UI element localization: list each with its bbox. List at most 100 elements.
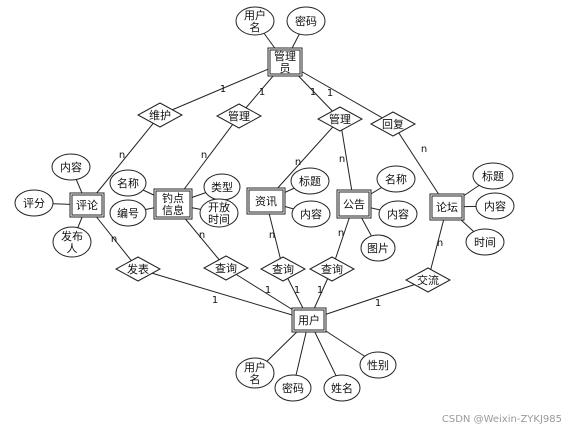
entity-box-inner <box>269 49 301 75</box>
cardinality-one-2: 1 <box>310 87 316 98</box>
entity-box <box>153 188 193 220</box>
attribute-ellipse <box>475 192 515 220</box>
cardinality-one-1: 1 <box>259 87 265 98</box>
relationship-r_m1: 管理 <box>215 103 263 129</box>
cardinality-one-14: 1 <box>212 295 218 306</box>
attribute-f_tt-label: 标题 <box>482 169 504 183</box>
attribute-a_un-label: 用户 <box>244 8 266 22</box>
cardinality-one-17: 1 <box>317 285 323 296</box>
attribute-u_gd-label: 性别 <box>367 358 389 372</box>
attribute-s_ty: 类型 <box>203 173 241 201</box>
diagram-nodes: 用户名密码内容评分发布人名称编号类型开放时间标题内容名称内容图片标题内容时间用户… <box>14 6 515 402</box>
attribute-ellipse <box>323 374 361 402</box>
attribute-s_nm-label: 名称 <box>117 176 139 190</box>
attribute-ellipse <box>235 6 275 36</box>
attribute-ellipse <box>52 226 92 258</box>
attribute-ellipse <box>472 162 514 190</box>
attribute-ellipse <box>360 234 396 262</box>
attribute-c_pb-label: 发布 <box>61 229 83 243</box>
cardinality-many-10: n <box>199 230 205 241</box>
attribute-ellipse <box>378 200 418 228</box>
attribute-n_tt-label: 标题 <box>299 174 321 188</box>
relationship-diamond <box>308 256 356 282</box>
relationship-r_ex: 交流 <box>404 267 452 293</box>
attribute-a_un-label: 名 <box>250 20 261 34</box>
relationship-diamond <box>114 256 162 282</box>
relationship-r_mt: 维护 <box>136 102 184 128</box>
attribute-s_ot-label: 时间 <box>208 213 230 226</box>
relationship-r_q3: 查询 <box>308 256 356 282</box>
attribute-f_tm: 时间 <box>465 228 505 256</box>
attribute-ellipse <box>235 357 275 389</box>
attribute-ellipse <box>376 165 416 193</box>
cardinality-many-8: n <box>421 144 427 155</box>
edge-r_rp-forum <box>392 123 448 208</box>
cardinality-many-4: n <box>119 150 125 161</box>
entity-user-label: 用户 <box>298 313 320 327</box>
entity-forum: 论坛 <box>429 193 465 221</box>
attribute-ellipse <box>291 200 331 228</box>
relationship-r_q2: 查询 <box>259 256 307 282</box>
entity-box <box>429 193 465 221</box>
attribute-ellipse <box>359 351 397 379</box>
entity-user: 用户 <box>291 307 327 333</box>
entity-admin-label: 管理 <box>274 49 296 63</box>
entity-comment: 评论 <box>69 192 105 218</box>
attribute-ellipse <box>14 189 54 217</box>
entity-box <box>267 47 303 77</box>
entity-box <box>291 307 327 333</box>
relationship-r_q1: 查询 <box>202 255 250 281</box>
entity-box-inner <box>248 189 284 213</box>
attribute-f_ct-label: 内容 <box>484 199 506 213</box>
attribute-u_pw: 密码 <box>274 374 312 402</box>
attribute-o_im: 图片 <box>360 234 396 262</box>
attribute-a_un: 用户名 <box>235 6 275 36</box>
attribute-ellipse <box>290 167 330 195</box>
relationship-r_q1-label: 查询 <box>215 261 237 275</box>
entity-spot-label: 信息 <box>162 203 184 217</box>
attribute-a_pw-label: 密码 <box>295 14 317 28</box>
attribute-o_nm-label: 名称 <box>385 172 407 186</box>
edge-r_ex-user <box>308 279 429 321</box>
entity-box-inner <box>155 190 191 218</box>
entity-forum-label: 论坛 <box>436 200 458 214</box>
relationship-diamond <box>316 106 364 132</box>
attribute-o_ct: 内容 <box>378 200 418 228</box>
attribute-ellipse <box>274 374 312 402</box>
attribute-o_ct-label: 内容 <box>387 207 409 221</box>
entity-admin-label: 员 <box>280 62 291 75</box>
cardinality-many-6: n <box>295 157 301 168</box>
attribute-o_im-label: 图片 <box>367 242 389 255</box>
relationship-diamond <box>136 102 184 128</box>
cardinality-many-13: n <box>437 238 443 249</box>
entity-comment-label: 评论 <box>76 198 98 212</box>
cardinality-one-0: 1 <box>220 84 226 95</box>
attribute-n_ct-label: 内容 <box>300 207 322 221</box>
attribute-f_tm-label: 时间 <box>474 236 496 249</box>
relationship-r_m1-label: 管理 <box>228 109 250 123</box>
relationship-r_mt-label: 维护 <box>149 108 171 122</box>
edge-r_m2-news <box>265 118 341 202</box>
attribute-c_ct-label: 内容 <box>60 160 82 174</box>
entity-news-label: 资讯 <box>255 195 277 208</box>
attribute-c_sc: 评分 <box>14 189 54 217</box>
relationship-diamond <box>369 111 417 137</box>
relationship-r_rp-label: 回复 <box>382 117 404 131</box>
entity-box-inner <box>293 309 325 331</box>
cardinality-one-18: 1 <box>375 298 381 309</box>
attribute-s_no-label: 编号 <box>117 206 139 220</box>
cardinality-many-5: n <box>201 150 207 161</box>
entity-box-inner <box>338 191 370 217</box>
relationship-r_ps: 发表 <box>114 256 162 282</box>
relationship-r_ps-label: 发表 <box>127 262 149 276</box>
entity-admin: 管理员 <box>267 47 303 77</box>
attribute-o_nm: 名称 <box>376 165 416 193</box>
relationship-r_m2-label: 管理 <box>329 112 351 126</box>
attribute-c_sc-label: 评分 <box>23 197 45 210</box>
attribute-n_tt: 标题 <box>290 167 330 195</box>
attribute-ellipse <box>465 228 505 256</box>
relationship-diamond <box>404 267 452 293</box>
edge-r_mt-comment <box>86 114 161 206</box>
